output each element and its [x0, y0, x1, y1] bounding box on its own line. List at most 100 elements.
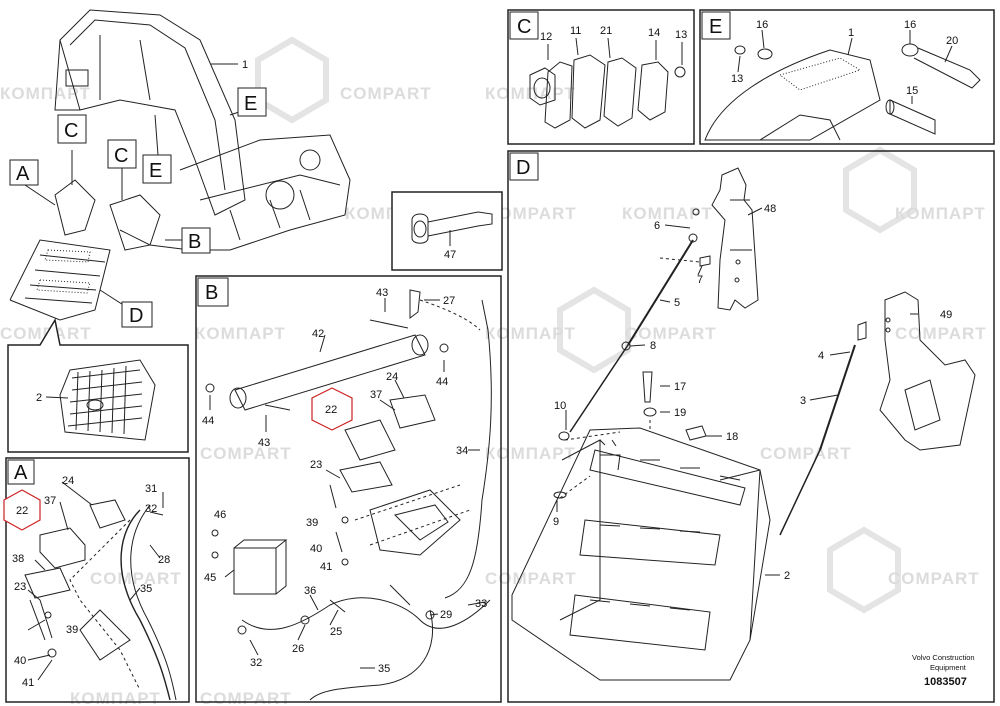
watermark-tile: КОМПАРТ	[843, 146, 985, 234]
part-number: 39	[306, 517, 318, 529]
panel-d: D	[507, 150, 995, 703]
callout-box	[9, 159, 39, 186]
overview-machine-drawing	[9, 9, 351, 321]
callout-box	[181, 227, 211, 254]
panel-label-box	[197, 277, 229, 307]
watermark-tile: КОМПАРТ	[485, 286, 631, 374]
part-number: 23	[310, 459, 322, 471]
part-number: 40	[14, 655, 26, 667]
part-number: 24	[386, 371, 398, 383]
callout-box	[107, 139, 137, 169]
panel-label-box	[509, 152, 539, 181]
part-number: 7	[697, 274, 703, 286]
overview-callouts: A C C E E B D 1	[9, 59, 267, 328]
callout-22-hexagon	[311, 387, 353, 431]
callout-label-d: D	[129, 305, 143, 327]
panel-c-drawing	[529, 37, 686, 129]
part-number: 13	[731, 73, 743, 85]
watermark-text: COMPART	[888, 569, 980, 588]
panel-frame	[5, 457, 190, 703]
part-number: 32	[145, 503, 157, 515]
watermark-tile: COMPART	[200, 444, 291, 463]
part-number: 27	[443, 295, 455, 307]
part-number: 36	[304, 585, 316, 597]
watermark-tile: COMPART	[827, 526, 980, 614]
part-number: 37	[44, 495, 56, 507]
panel-b: B 22	[195, 275, 502, 703]
callout-label-c: C	[114, 145, 128, 167]
panel-label-box	[7, 459, 35, 485]
watermark-text: COMPART	[625, 324, 717, 343]
panel-frame	[195, 275, 502, 703]
part-number: 33	[475, 598, 487, 610]
callout-22-hexagon	[3, 489, 41, 531]
part-number: 19	[674, 407, 686, 419]
part-number: 6	[654, 220, 660, 232]
watermark-tile: COMPART	[760, 444, 851, 463]
part-number: 43	[258, 437, 270, 449]
callout-label-c: C	[64, 120, 78, 142]
panel-frame	[507, 150, 995, 703]
watermark-tile: COMPART	[625, 324, 717, 343]
watermark-text: КОМПАРТ	[0, 84, 91, 103]
panel-e: E 16 13 1 16 20 15	[699, 9, 995, 145]
footer-credits: Volvo Construction Equipment 1083507	[912, 653, 975, 688]
part-number: 25	[330, 626, 342, 638]
callout-label-a: A	[16, 163, 30, 185]
part-number: 41	[22, 677, 34, 689]
callout-label-e: E	[149, 160, 162, 182]
watermark-tile: КОМПАРТ	[195, 324, 286, 343]
part-number: 16	[904, 19, 916, 31]
watermark-tile: COMPART	[200, 689, 292, 706]
part-number: 43	[376, 287, 388, 299]
part-number: 42	[312, 328, 324, 340]
panel-a: A 22 24 37 31	[3, 457, 190, 703]
part-number: 21	[600, 25, 612, 37]
part-number: 35	[378, 663, 390, 675]
watermark-text: КОМПАРТ	[70, 689, 161, 706]
panel-frame	[7, 317, 189, 453]
watermark-text: COMPART	[340, 84, 432, 103]
part-number: 26	[292, 643, 304, 655]
part-number: 4	[818, 350, 824, 362]
part-number: 39	[66, 624, 78, 636]
part-number: 5	[674, 297, 680, 309]
panel-label: C	[517, 16, 531, 38]
part-number: 23	[14, 581, 26, 593]
part-number: 12	[540, 31, 552, 43]
panel-b-drawing	[205, 289, 492, 701]
part-number: 24	[62, 475, 74, 487]
watermark-text: COMPART	[0, 324, 92, 343]
footer-line1: Volvo Construction	[912, 653, 975, 662]
callout-box	[57, 114, 87, 144]
watermark-text: COMPART	[895, 324, 987, 343]
watermark-text: КОМПАРТ	[622, 204, 713, 223]
part-number: 47	[444, 249, 456, 261]
part-number: 49	[940, 309, 952, 321]
panel-label-box	[701, 11, 731, 40]
part-number: 16	[756, 19, 768, 31]
watermark-tile: COMPART	[255, 36, 432, 124]
watermark-tile: COMPART	[0, 324, 92, 343]
panel-label: D	[516, 157, 530, 179]
watermark-text: COMPART	[200, 689, 292, 706]
part-number: 35	[140, 583, 152, 595]
part-number: 46	[214, 509, 226, 521]
panel-label: E	[709, 16, 722, 38]
callout-label-b: B	[188, 231, 201, 253]
watermark-tile: КОМПАРТ	[0, 84, 91, 103]
part-number: 20	[946, 35, 958, 47]
watermark-text: КОМПАРТ	[195, 324, 286, 343]
callout-box	[121, 301, 153, 328]
socket-wrench-drawing	[411, 211, 493, 246]
watermark-text: COMPART	[90, 569, 182, 588]
panel-e-drawing	[704, 29, 981, 141]
panel-label: B	[205, 282, 218, 304]
panel-frame	[699, 9, 995, 145]
watermark-text: КОМПАРТ	[485, 324, 576, 343]
part-number: 13	[675, 29, 687, 41]
panel-frame	[391, 191, 503, 271]
part-number: 11	[570, 25, 581, 37]
